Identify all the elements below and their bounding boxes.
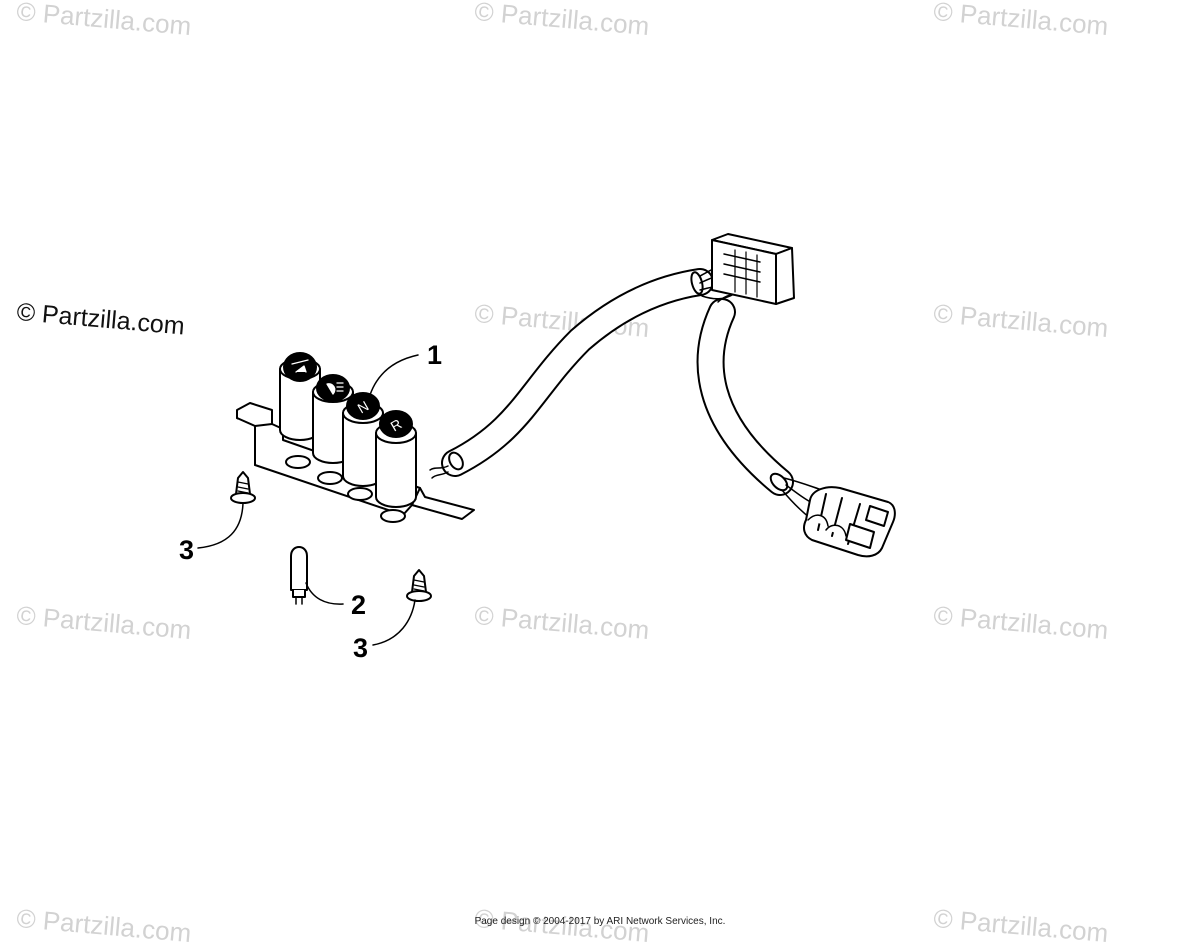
callout-3-right: 3 [353,633,368,663]
footer-copyright: Page design © 2004-2017 by ARI Network S… [474,916,726,927]
bulb [290,546,308,605]
screw-left [230,471,256,504]
indicator-light-4 [375,410,417,508]
wiring-harness [429,259,823,519]
callout-1: 1 [427,340,442,370]
top-connector [711,233,795,305]
bottom-connector [803,486,896,558]
leader-lines [197,354,419,646]
screw-right [406,569,432,602]
callout-3-left: 3 [179,535,194,565]
indicator-bottoms [285,455,406,523]
indicator-light-3 [342,392,384,487]
indicator-light-1 [279,352,321,441]
callout-2: 2 [351,590,366,620]
